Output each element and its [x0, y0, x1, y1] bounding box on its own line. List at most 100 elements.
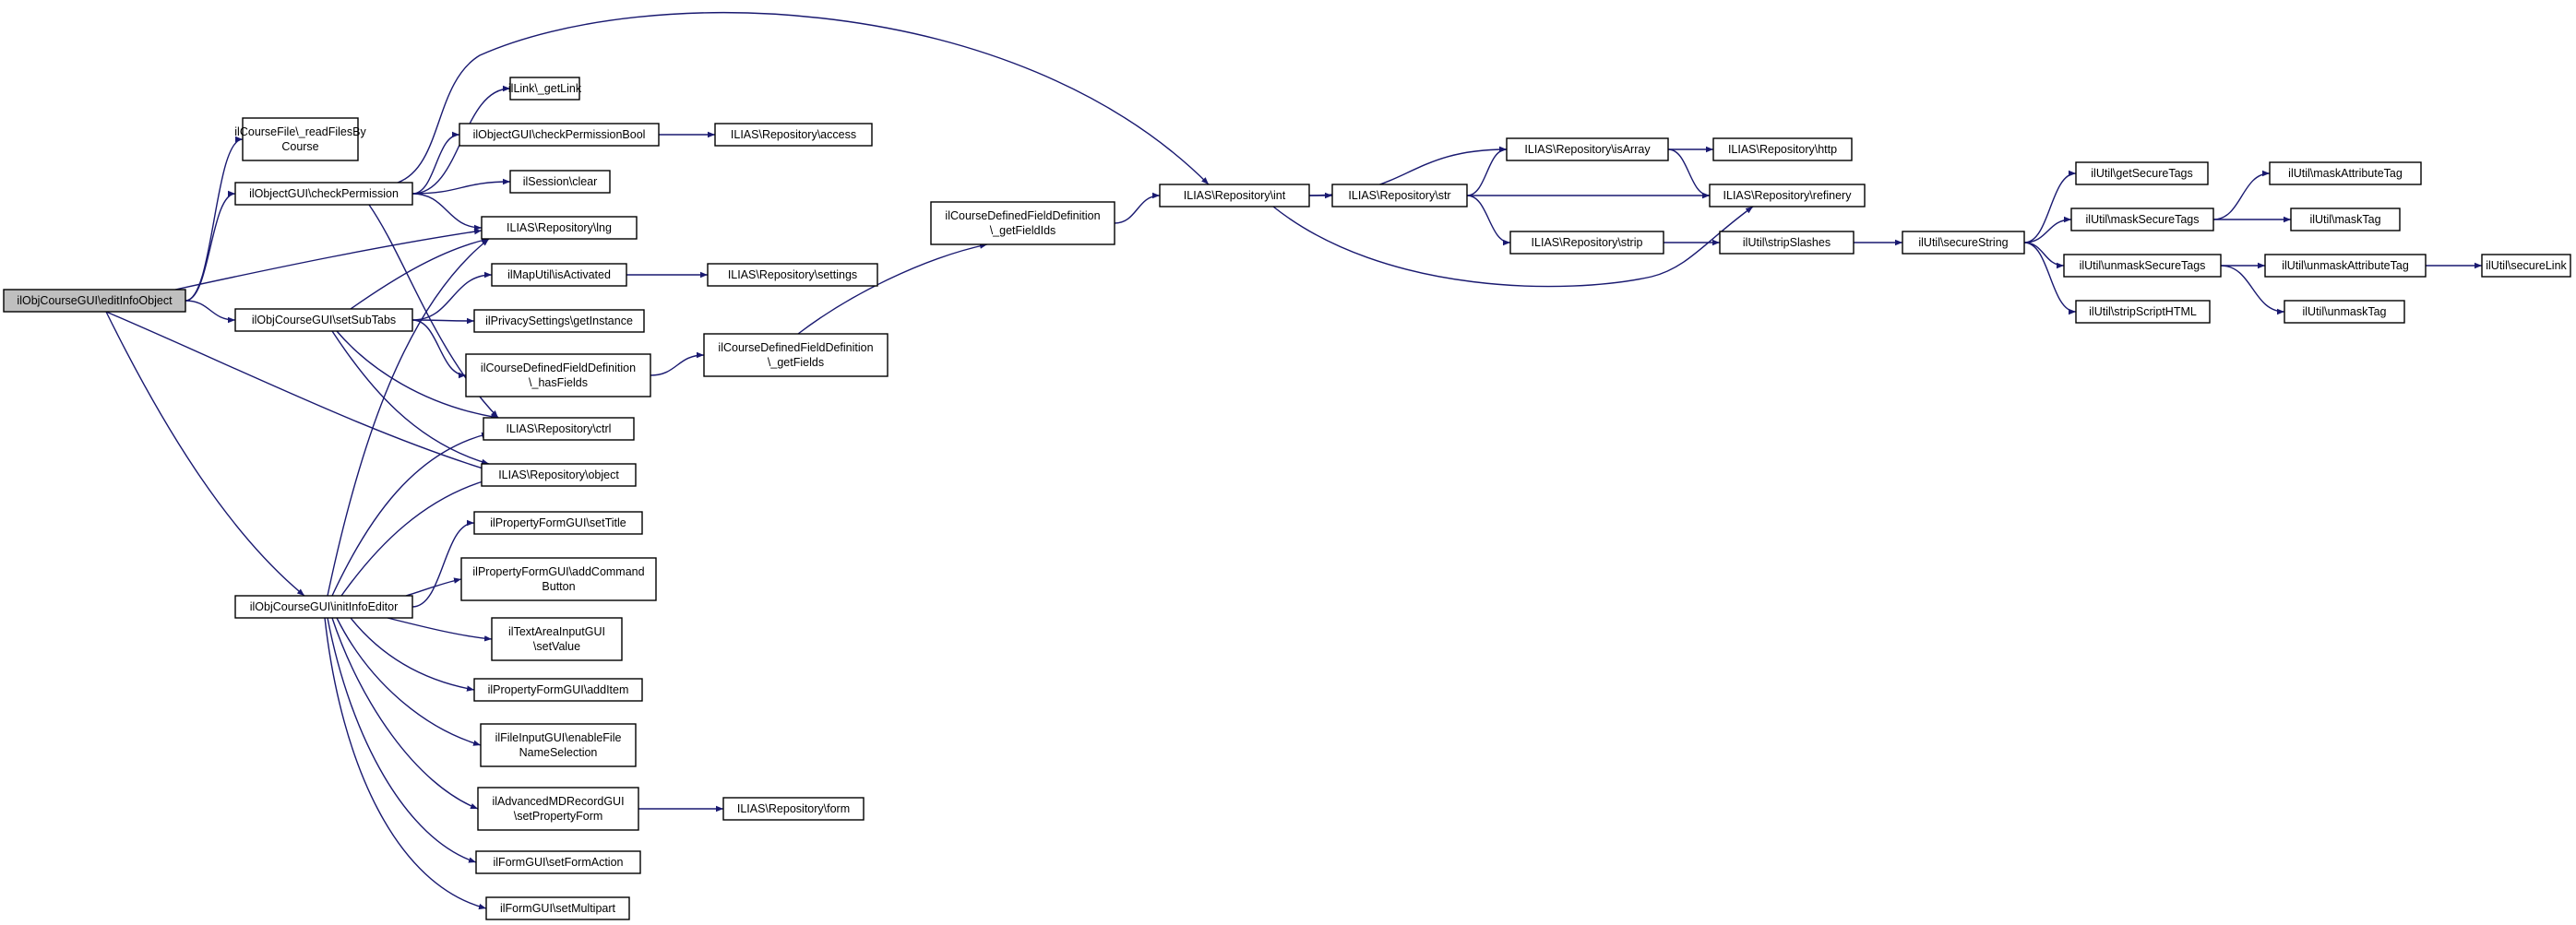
node-label: ilObjectGUI\checkPermission: [249, 187, 399, 200]
node-settings[interactable]: ILIAS\Repository\settings: [707, 263, 878, 287]
node-addItem[interactable]: ilPropertyFormGUI\addItem: [473, 678, 643, 702]
node-box: [491, 263, 627, 287]
edge-getFields-to-getFieldIds: [797, 243, 988, 335]
node-box: [477, 787, 639, 831]
node-box: [234, 308, 413, 332]
node-maskSecureTags[interactable]: ilUtil\maskSecureTags: [2070, 208, 2214, 231]
node-label: ilUtil\secureString: [1918, 236, 2008, 249]
edge-root-to-setSubTabs: [185, 300, 236, 324]
node-unmaskSecureTags[interactable]: ilUtil\unmaskSecureTags: [2063, 254, 2222, 278]
edge-setSubTabs-to-mapUtil: [411, 271, 493, 321]
node-hasFields[interactable]: ilCourseDefinedFieldDefinition\_hasField…: [465, 353, 651, 397]
node-label: ilUtil\getSecureTags: [2091, 167, 2192, 180]
node-box: [509, 170, 611, 194]
node-getLink[interactable]: ilLink\_getLink: [508, 77, 582, 101]
node-getFieldIds[interactable]: ilCourseDefinedFieldDefinition\_getField…: [930, 201, 1115, 245]
node-box: [473, 678, 643, 702]
node-http[interactable]: ILIAS\Repository\http: [1712, 137, 1853, 161]
node-box: [1719, 231, 1854, 255]
node-box: [475, 850, 641, 874]
node-label: ilUtil\maskAttributeTag: [2288, 167, 2403, 180]
node-box: [2481, 254, 2571, 278]
node-privacy[interactable]: ilPrivacySettings\getInstance: [473, 309, 645, 333]
node-refinery[interactable]: ILIAS\Repository\refinery: [1709, 184, 1866, 208]
node-initInfo[interactable]: ilObjCourseGUI\initInfoEditor: [234, 595, 413, 619]
node-access[interactable]: ILIAS\Repository\access: [714, 123, 873, 147]
node-setMultipart[interactable]: ilFormGUI\setMultipart: [485, 896, 630, 920]
node-label: ilUtil\unmaskSecureTags: [2080, 259, 2206, 272]
node-box: [930, 201, 1115, 245]
node-label: ilUtil\unmaskTag: [2302, 305, 2386, 318]
node-label: ILIAS\Repository\int: [1184, 189, 1286, 202]
node-label: ILIAS\Repository\str: [1348, 189, 1450, 202]
node-label: \setValue: [533, 640, 580, 653]
edge-setSubTabs-to-object: [331, 330, 490, 465]
node-box: [483, 417, 635, 441]
node-setSubTabs[interactable]: ilObjCourseGUI\setSubTabs: [234, 308, 413, 332]
node-isArray[interactable]: ILIAS\Repository\isArray: [1506, 137, 1669, 161]
node-secureLink[interactable]: ilUtil\secureLink: [2481, 254, 2571, 278]
edge-initInfo-to-lng: [327, 238, 490, 597]
node-stripScript[interactable]: ilUtil\stripScriptHTML: [2075, 300, 2211, 324]
node-label: ilAdvancedMDRecordGUI: [492, 795, 624, 808]
edge-initInfo-to-fileInput: [336, 617, 482, 746]
node-box: [714, 123, 873, 147]
node-setFormAction[interactable]: ilFormGUI\setFormAction: [475, 850, 641, 874]
node-label: ilUtil\stripSlashes: [1743, 236, 1831, 249]
node-object[interactable]: ILIAS\Repository\object: [481, 463, 637, 487]
node-setTitle[interactable]: ilPropertyFormGUI\setTitle: [473, 511, 643, 535]
node-label: ILIAS\Repository\form: [737, 802, 850, 815]
edge-initInfo-to-ctrl: [331, 432, 490, 597]
nodes-layer: ilObjCourseGUI\editInfoObject ilCourseFil…: [3, 77, 2571, 920]
node-sessClear[interactable]: ilSession\clear: [509, 170, 611, 194]
node-box: [707, 263, 878, 287]
node-label: ilCourseDefinedFieldDefinition: [481, 362, 636, 374]
edge-root-to-lng: [174, 228, 483, 291]
edge-initInfo-to-setTitle: [411, 519, 475, 608]
node-lng[interactable]: ILIAS\Repository\lng: [481, 216, 638, 240]
edge-hasFields-to-getFields: [650, 351, 705, 376]
node-box: [722, 797, 865, 821]
node-textArea[interactable]: ilTextAreaInputGUI\setValue: [491, 617, 623, 661]
node-box: [481, 216, 638, 240]
node-str[interactable]: ILIAS\Repository\str: [1331, 184, 1468, 208]
edge-initInfo-to-addItem: [350, 617, 475, 692]
node-box: [3, 289, 186, 313]
node-box: [481, 463, 637, 487]
node-checkPermBool[interactable]: ilObjectGUI\checkPermissionBool: [459, 123, 660, 147]
node-label: Button: [542, 580, 575, 593]
node-label: ilPropertyFormGUI\addItem: [488, 683, 629, 696]
node-label: ilSession\clear: [523, 175, 598, 188]
node-maskAttr[interactable]: ilUtil\maskAttributeTag: [2269, 161, 2422, 185]
node-form[interactable]: ILIAS\Repository\form: [722, 797, 865, 821]
node-mapUtil[interactable]: ilMapUtil\isActivated: [491, 263, 627, 287]
edge-checkPerm-to-sessClear: [411, 178, 511, 195]
node-box: [2075, 161, 2209, 185]
node-label: ilUtil\secureLink: [2486, 259, 2567, 272]
node-ctrl[interactable]: ILIAS\Repository\ctrl: [483, 417, 635, 441]
node-label: ilFormGUI\setMultipart: [500, 902, 616, 915]
node-unmaskTag[interactable]: ilUtil\unmaskTag: [2284, 300, 2405, 324]
node-strip[interactable]: ILIAS\Repository\strip: [1509, 231, 1664, 255]
node-unmaskAttr[interactable]: ilUtil\unmaskAttributeTag: [2264, 254, 2427, 278]
node-box: [1331, 184, 1468, 208]
node-stripSlashes[interactable]: ilUtil\stripSlashes: [1719, 231, 1854, 255]
node-maskTag[interactable]: ilUtil\maskTag: [2290, 208, 2401, 231]
node-secureString[interactable]: ilUtil\secureString: [1902, 231, 2025, 255]
node-getFields[interactable]: ilCourseDefinedFieldDefinition\_getField…: [703, 333, 888, 377]
node-label: ilObjCourseGUI\initInfoEditor: [250, 600, 398, 613]
node-box: [485, 896, 630, 920]
node-checkPerm[interactable]: ilObjectGUI\checkPermission: [234, 182, 413, 206]
node-int[interactable]: ILIAS\Repository\int: [1159, 184, 1310, 208]
node-advMD[interactable]: ilAdvancedMDRecordGUI\setPropertyForm: [477, 787, 639, 831]
edge-int-to-refinery: [1272, 206, 1754, 288]
node-root[interactable]: ilObjCourseGUI\editInfoObject: [3, 289, 186, 313]
node-label: ilPropertyFormGUI\addCommand: [472, 565, 644, 578]
node-box: [459, 123, 660, 147]
edge-root-to-initInfo: [105, 311, 305, 597]
node-getSecureTags[interactable]: ilUtil\getSecureTags: [2075, 161, 2209, 185]
